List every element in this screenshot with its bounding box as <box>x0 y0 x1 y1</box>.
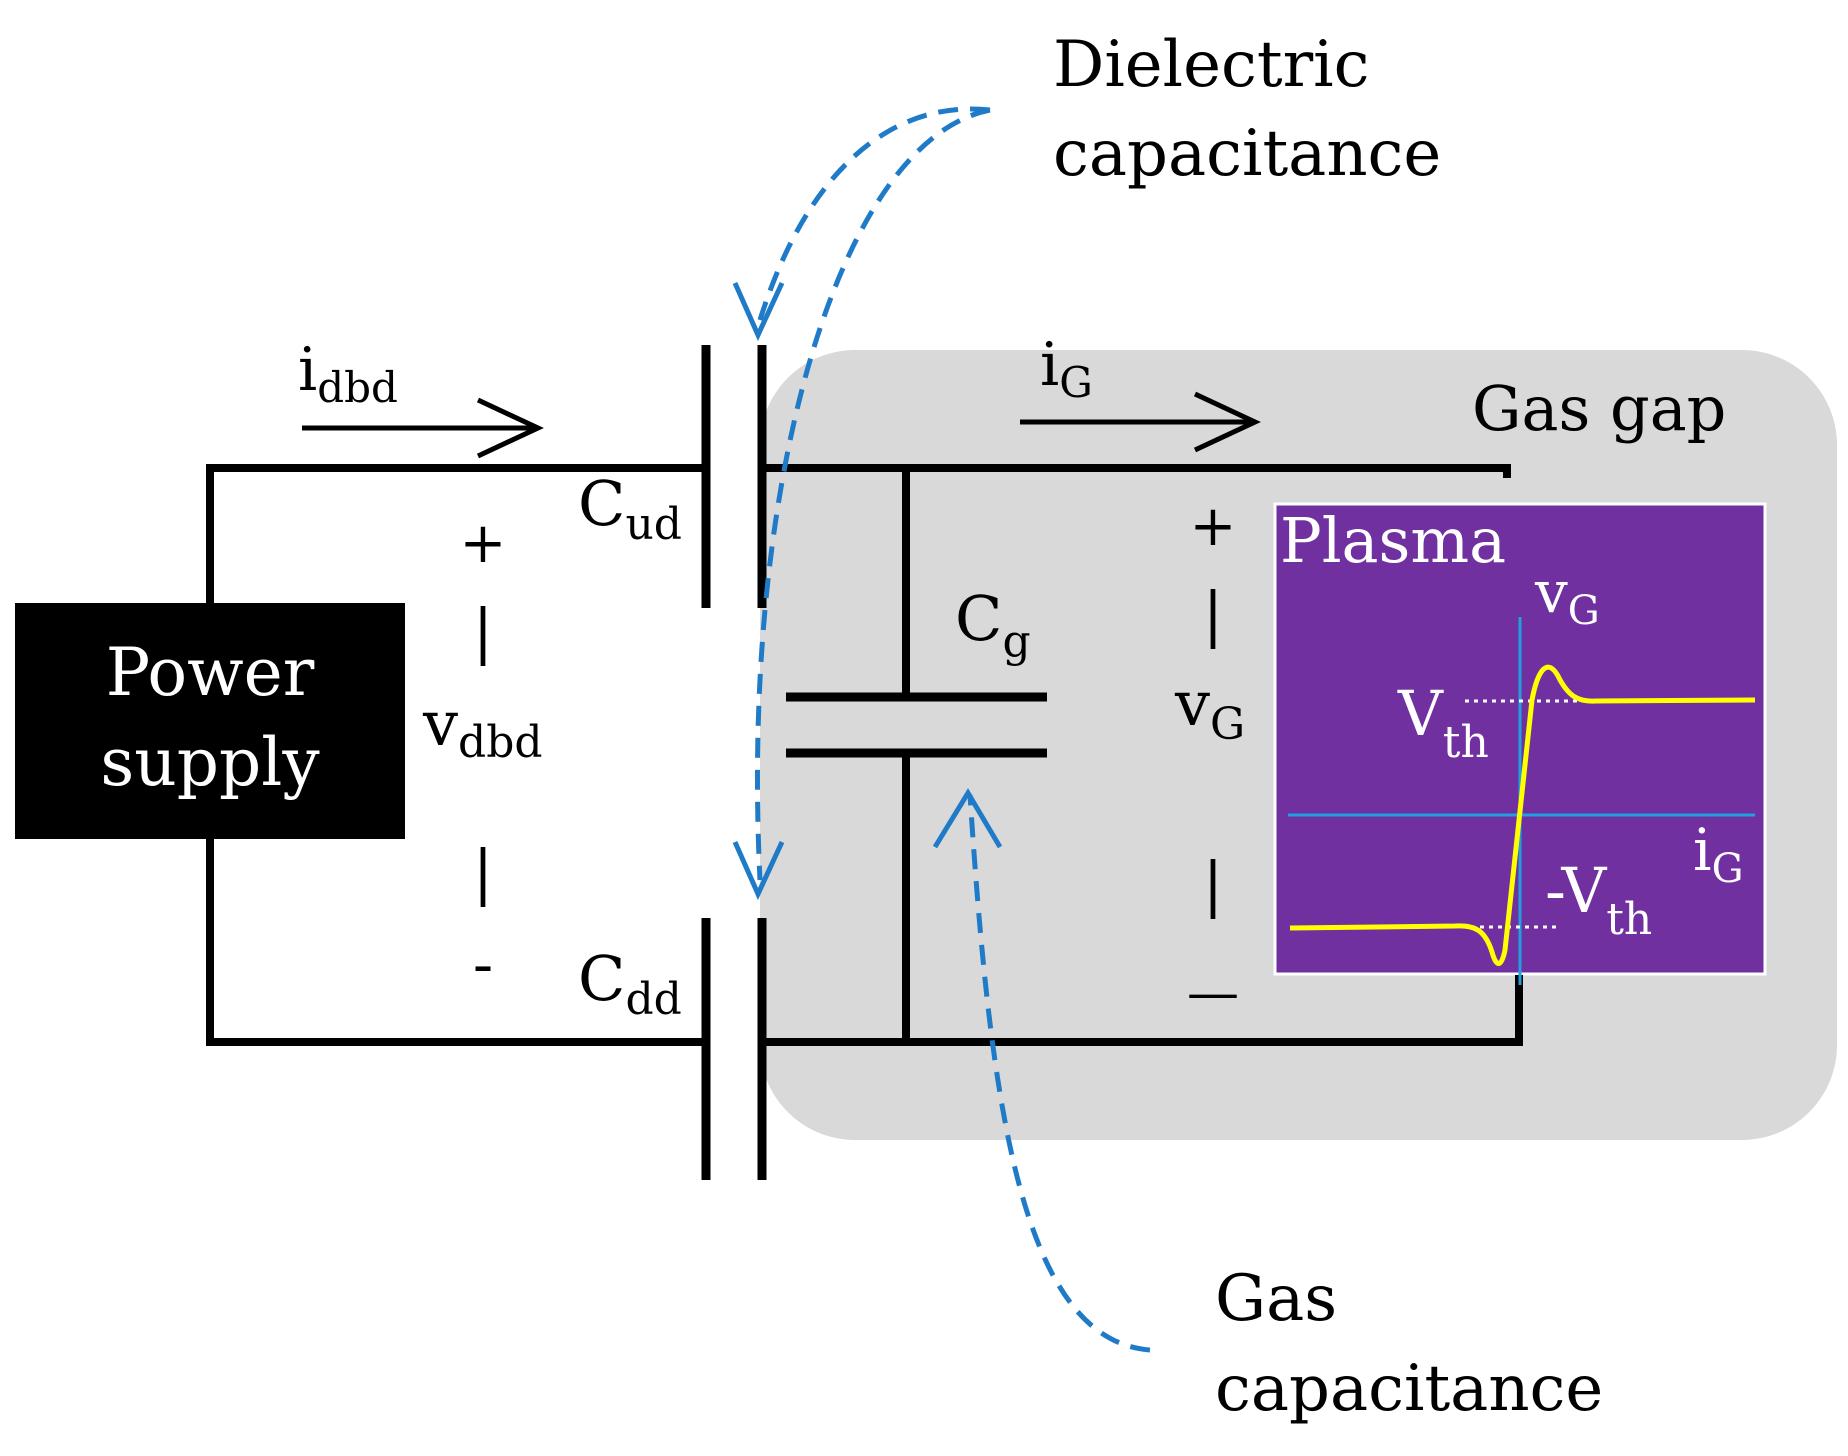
dielectric-to-cud-curve <box>757 106 991 321</box>
vg-label: vG <box>1174 667 1245 750</box>
capacitor-plates <box>701 345 1047 1180</box>
vdbd-plus-sign: + <box>460 511 507 576</box>
circuit-wires <box>206 464 1523 1046</box>
cg-arrowhead <box>932 788 1003 849</box>
plot-ig-label: iG <box>1693 816 1744 892</box>
vdbd-bar-1: | <box>473 597 493 667</box>
right-bottom-wire <box>762 975 1523 1046</box>
vdbd-minus-sign: - <box>473 930 493 1000</box>
gas-capacitance-label-line1: Gas <box>1215 1262 1337 1336</box>
cud-label: Cud <box>578 467 682 550</box>
cud-arrowhead <box>732 281 785 342</box>
annotation-curves <box>755 106 1151 1353</box>
vg-minus-sign: — <box>1187 963 1239 1023</box>
idbd-arrow-head <box>476 397 544 459</box>
vdbd-label: vdbd <box>422 687 543 768</box>
gas-gap-label: Gas gap <box>1472 372 1726 445</box>
power-supply-label-line2: supply <box>100 724 320 801</box>
gas-capacitance-label-line2: capacitance <box>1215 1352 1603 1426</box>
gas-to-cg-curve <box>967 794 1151 1353</box>
vg-bar-2: | <box>1203 850 1223 920</box>
power-supply-box <box>15 603 405 839</box>
plot-vg-label: vG <box>1534 558 1600 634</box>
cdd-arrowhead <box>732 840 785 901</box>
plasma-iv-curve <box>1289 664 1756 966</box>
threshold-dotted-lines <box>1462 699 1580 929</box>
left-top-wire <box>206 464 706 603</box>
vg-plus-sign: + <box>1190 494 1237 559</box>
left-bottom-wire <box>206 838 706 1046</box>
annotation-arrowheads <box>732 281 1003 901</box>
cg-label: Cg <box>955 582 1031 667</box>
dielectric-capacitance-label-line1: Dielectric <box>1053 28 1369 102</box>
plot-vth-label: Vth <box>1397 677 1489 768</box>
ig-arrow-head <box>1193 391 1261 453</box>
dielectric-to-cdd-curve <box>755 107 991 881</box>
idbd-label: idbd <box>298 335 398 412</box>
vdbd-bar-2: | <box>473 838 493 908</box>
plasma-label: Plasma <box>1280 504 1506 577</box>
current-arrows <box>302 391 1261 459</box>
right-top-wire <box>762 464 1511 478</box>
cdd-label: Cdd <box>578 942 682 1025</box>
ig-label: iG <box>1040 330 1093 407</box>
vg-bar-1: | <box>1203 580 1223 650</box>
power-supply-label-line1: Power <box>106 634 315 711</box>
dielectric-capacitance-label-line2: capacitance <box>1053 117 1441 191</box>
plot-neg-vth-label: -Vth <box>1545 854 1652 945</box>
